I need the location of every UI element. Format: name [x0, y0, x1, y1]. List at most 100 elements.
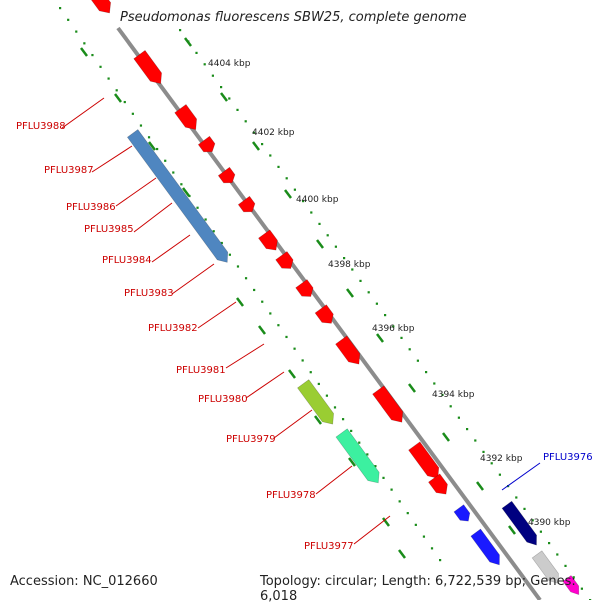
- inner-ring-dot: [374, 465, 377, 468]
- outer-ring-dot: [375, 302, 378, 305]
- gene-label: PFLU3984: [102, 255, 152, 266]
- inner-ring-dot: [156, 147, 159, 151]
- scale-label: 4398 kbp: [328, 260, 371, 270]
- red-cds-arrow: [91, 0, 111, 14]
- inner-ring-dot: [430, 547, 434, 550]
- gene-label: PFLU3982: [148, 323, 198, 334]
- outer-ring-dot: [293, 188, 296, 191]
- gene-label: PFLU3977: [304, 541, 354, 552]
- inner-ring-dot: [317, 382, 320, 386]
- navy-cds-arrow: [501, 500, 537, 546]
- inner-ring-dot: [91, 53, 94, 57]
- gene-leader-line: [315, 465, 353, 495]
- outer-ring-dot: [384, 314, 387, 317]
- inner-ring-dot: [59, 7, 62, 10]
- scale-label: 4390 kbp: [528, 518, 571, 528]
- scale-label: 4400 kbp: [296, 195, 339, 205]
- outer-ring-dot: [261, 143, 264, 146]
- magenta-cds-arrow: [562, 575, 580, 596]
- scale-tick: [376, 333, 384, 343]
- inner-ring-dot: [147, 136, 151, 139]
- inner-ring-dot: [188, 194, 191, 198]
- inner-tick: [80, 47, 88, 57]
- outer-ring-dot: [523, 507, 526, 510]
- gene-label: PFLU3981: [176, 365, 226, 376]
- inner-ring-dot: [236, 265, 240, 268]
- scale-tick: [252, 141, 260, 151]
- feature-arrows: [91, 0, 580, 596]
- red-cds-arrow: [295, 279, 314, 297]
- gene-leader-line: [245, 371, 285, 399]
- gene-label-outer: PFLU3976: [543, 452, 593, 463]
- outer-ring-dot: [334, 245, 337, 248]
- inner-tick: [398, 549, 406, 559]
- inner-ring-dot: [83, 42, 86, 45]
- outer-ring-dot: [400, 336, 403, 339]
- outer-ring-dot: [252, 131, 255, 134]
- inner-ring-dot: [277, 324, 280, 327]
- scale-tick: [220, 92, 228, 102]
- outer-ring-dot: [244, 120, 247, 123]
- red-cds-arrow: [314, 304, 334, 324]
- outer-ring-dot: [326, 234, 329, 237]
- outer-gene-leader-line: [501, 462, 541, 491]
- map-title: Pseudomonas fluorescens SBW25, complete …: [120, 10, 467, 25]
- inner-ring-dot: [333, 406, 337, 409]
- blue-cds-arrow-2: [470, 528, 500, 566]
- scale-label: 4402 kbp: [252, 128, 295, 138]
- red-cds-arrow: [174, 104, 197, 130]
- inner-ring-dot: [366, 453, 369, 456]
- gene-label: PFLU3980: [198, 394, 248, 405]
- inner-ring-dot: [172, 171, 175, 174]
- gene-leader-line: [171, 263, 215, 295]
- inner-ring-dot: [390, 488, 393, 491]
- inner-dotted-ring: [59, 7, 442, 562]
- inner-tick: [114, 93, 122, 103]
- outer-ring-dot: [351, 268, 354, 271]
- scale-tick: [508, 525, 516, 535]
- inner-ring-dot: [285, 335, 288, 339]
- scale-tick: [284, 189, 292, 199]
- inner-ring-dot: [325, 394, 329, 397]
- inner-ring-dot: [75, 30, 78, 33]
- inner-ring-dot: [164, 159, 167, 162]
- inner-tick: [236, 297, 244, 307]
- scale-label: 4404 kbp: [208, 59, 251, 69]
- gene-label: PFLU3985: [84, 224, 134, 235]
- outer-ring-dot: [433, 382, 436, 385]
- inner-tick: [288, 369, 296, 379]
- gene-leader-line: [197, 301, 237, 329]
- inner-tick: [182, 187, 190, 197]
- outer-ring-dot: [416, 359, 419, 362]
- inner-tick: [258, 325, 266, 335]
- gene-label: PFLU3983: [124, 288, 174, 299]
- red-cds-arrow: [258, 229, 278, 251]
- inner-ring-dot: [269, 312, 272, 315]
- gene-leader-line: [61, 97, 105, 129]
- inner-ring-dot: [220, 241, 223, 245]
- outer-ring-dot: [302, 200, 305, 203]
- inner-ring-dot: [204, 218, 207, 221]
- outer-dotted-ring: [179, 29, 592, 600]
- inner-ring-dot: [180, 183, 183, 186]
- outer-ring-dot: [548, 542, 551, 545]
- scale-tick: [184, 37, 192, 47]
- outer-ring-dot: [228, 97, 231, 100]
- gene-label: PFLU3988: [16, 121, 66, 132]
- gene-leader-line: [91, 145, 133, 173]
- inner-ring-dot: [341, 418, 345, 421]
- gene-leader-line: [353, 515, 391, 545]
- outer-ring-dot: [408, 348, 411, 351]
- aqua-cds-arrow: [335, 428, 380, 484]
- outer-ring-dot: [515, 496, 518, 499]
- outer-ring-dot: [359, 279, 362, 282]
- gene-label: PFLU3986: [66, 202, 116, 213]
- outer-ring-dot: [425, 371, 428, 374]
- red-cds-arrow: [372, 385, 404, 423]
- grey-cds-arrow: [531, 550, 559, 584]
- gene-leader-line: [273, 409, 313, 439]
- inner-ring-dot: [99, 65, 102, 68]
- inner-ring-dot: [261, 300, 264, 303]
- inner-tick: [348, 457, 356, 467]
- gene-leader-line: [225, 343, 265, 369]
